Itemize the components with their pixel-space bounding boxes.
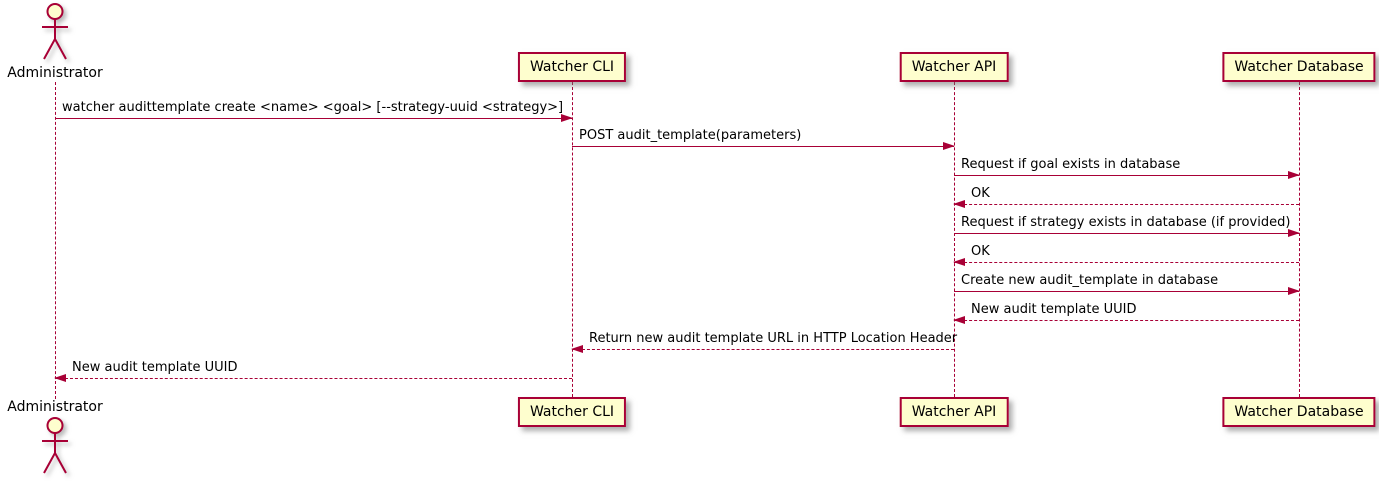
arrowhead-left-icon	[953, 316, 965, 324]
participant-watcher-api-bottom: Watcher API	[899, 397, 1009, 427]
participant-watcher-cli-top: Watcher CLI	[517, 52, 627, 82]
message-text: Request if strategy exists in database (…	[961, 215, 1291, 230]
message-goal-ok: OK	[953, 186, 1299, 208]
message-arrow	[54, 374, 572, 382]
message-create-audittemplate: watcher audittemplate create <name> <goa…	[55, 100, 573, 122]
message-text: Request if goal exists in database	[961, 157, 1181, 172]
message-request-strategy-exists: Request if strategy exists in database (…	[954, 215, 1300, 237]
message-arrow	[55, 114, 573, 122]
message-arrow	[954, 229, 1300, 237]
message-text: Create new audit_template in database	[961, 273, 1219, 288]
message-text: OK	[971, 186, 990, 201]
lifeline-watcher-api	[954, 82, 955, 397]
participant-watcher-database-bottom: Watcher Database	[1222, 397, 1376, 427]
message-new-uuid-from-db: New audit template UUID	[953, 302, 1299, 324]
message-arrow	[954, 287, 1300, 295]
arrowhead-left-icon	[953, 258, 965, 266]
message-arrow	[953, 200, 1299, 208]
arrowhead-left-icon	[54, 374, 66, 382]
lifeline-watcher-database	[1299, 82, 1300, 397]
administrator-label-bottom: Administrator	[7, 399, 103, 415]
lifeline-watcher-cli	[572, 82, 573, 397]
arrowhead-right-icon	[1288, 287, 1300, 295]
message-arrow	[953, 258, 1299, 266]
message-arrow	[953, 316, 1299, 324]
administrator-actor-icon	[42, 3, 68, 60]
message-text: OK	[971, 244, 990, 259]
arrowhead-left-icon	[571, 345, 583, 353]
message-return-url-location-header: Return new audit template URL in HTTP Lo…	[571, 331, 958, 353]
lifeline-administrator	[55, 82, 56, 399]
message-text: watcher audittemplate create <name> <goa…	[62, 100, 564, 115]
message-arrow	[572, 142, 955, 150]
administrator-actor-icon	[42, 417, 68, 474]
participant-watcher-api-top: Watcher API	[899, 52, 1009, 82]
participant-watcher-cli-bottom: Watcher CLI	[517, 397, 627, 427]
arrowhead-right-icon	[1288, 229, 1300, 237]
message-post-audit-template: POST audit_template(parameters)	[572, 128, 955, 150]
message-arrow	[954, 171, 1300, 179]
message-new-uuid-to-admin: New audit template UUID	[54, 360, 572, 382]
message-request-goal-exists: Request if goal exists in database	[954, 157, 1300, 179]
arrowhead-right-icon	[943, 142, 955, 150]
message-create-audit-template-db: Create new audit_template in database	[954, 273, 1300, 295]
message-arrow	[571, 345, 954, 353]
message-text: New audit template UUID	[971, 302, 1137, 317]
message-strategy-ok: OK	[953, 244, 1299, 266]
message-text: Return new audit template URL in HTTP Lo…	[589, 331, 958, 346]
administrator-label-top: Administrator	[7, 65, 103, 81]
arrowhead-right-icon	[561, 114, 573, 122]
participant-watcher-database-top: Watcher Database	[1222, 52, 1376, 82]
message-text: New audit template UUID	[72, 360, 238, 375]
arrowhead-right-icon	[1288, 171, 1300, 179]
message-text: POST audit_template(parameters)	[579, 128, 802, 143]
arrowhead-left-icon	[953, 200, 965, 208]
